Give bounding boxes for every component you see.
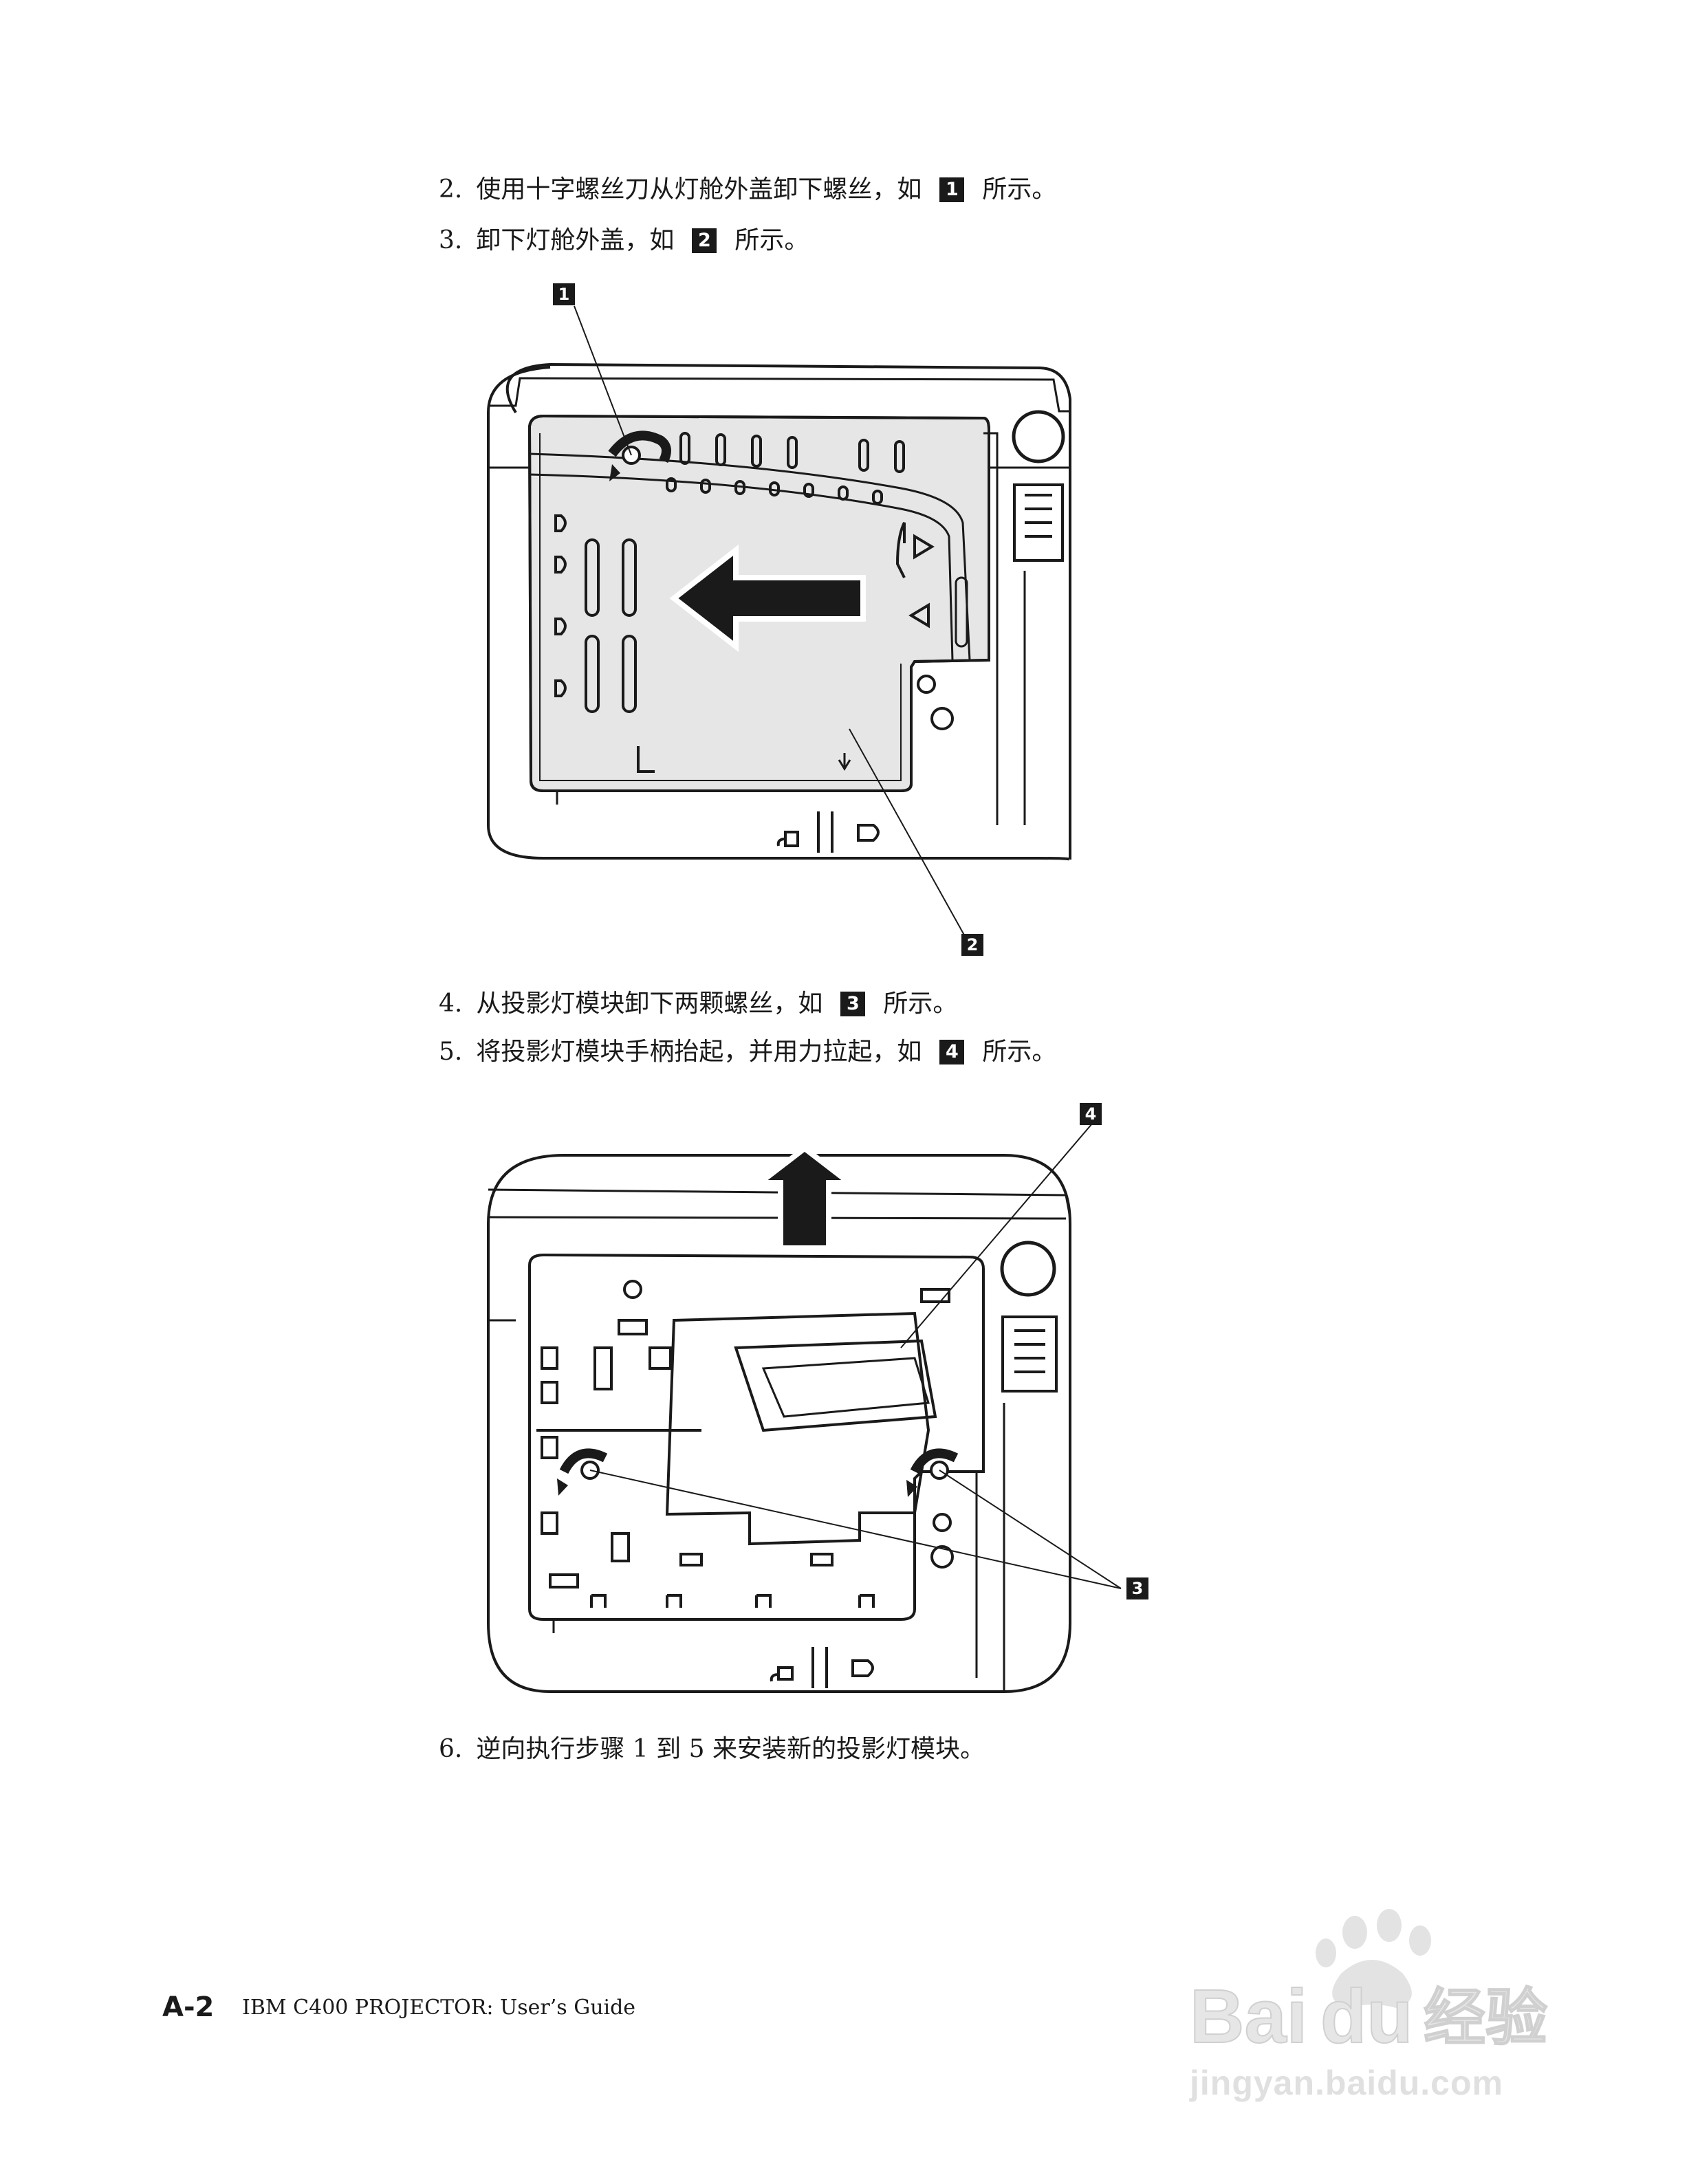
step-5: 5. 将投影灯模块手柄抬起，并用力拉起，如 4 所示。 <box>439 1038 1056 1066</box>
lamp-module-illustration <box>487 1113 1122 1693</box>
callout-4: 4 <box>1080 1103 1102 1125</box>
step-text-end: 所示。 <box>982 175 1057 204</box>
step-4: 4. 从投影灯模块卸下两颗螺丝，如 3 所示。 <box>439 990 957 1018</box>
step-text-end: 所示。 <box>734 226 809 254</box>
baidu-watermark: Bai du 经验 jingyan.baidu.com <box>1183 1905 1589 2111</box>
svg-text:经验: 经验 <box>1424 1982 1547 2054</box>
step-6: 6. 逆向执行步骤 1 到 5 来安装新的投影灯模块。 <box>439 1736 985 1763</box>
callout-badge: 1 <box>939 177 965 202</box>
callout-1: 1 <box>553 283 575 305</box>
step-text-end: 所示。 <box>883 990 958 1018</box>
step-text: 从投影灯模块卸下两颗螺丝，如 <box>476 990 823 1018</box>
step-text: 逆向执行步骤 1 到 5 来安装新的投影灯模块。 <box>476 1735 985 1763</box>
step-number: 5. <box>439 1038 463 1066</box>
baidu-paw-logo-icon: Bai du 经验 <box>1189 1909 1548 2060</box>
footer-title: IBM C400 PROJECTOR: User’s Guide <box>242 1996 636 2020</box>
step-text: 使用十字螺丝刀从灯舱外盖卸下螺丝，如 <box>476 175 922 204</box>
callout-2: 2 <box>961 934 983 956</box>
step-number: 2. <box>439 175 463 204</box>
watermark-logo-text: Bai <box>1190 1974 1307 2059</box>
callout-badge: 3 <box>840 992 866 1016</box>
svg-text:du: du <box>1320 1974 1413 2059</box>
step-text-end: 所示。 <box>982 1038 1057 1066</box>
step-number: 6. <box>439 1735 463 1763</box>
page-number: A-2 <box>162 1991 215 2023</box>
callout-badge: 2 <box>692 228 717 253</box>
step-number: 4. <box>439 990 463 1018</box>
step-text: 将投影灯模块手柄抬起，并用力拉起，如 <box>476 1038 922 1066</box>
step-number: 3. <box>439 226 463 254</box>
watermark-url: jingyan.baidu.com <box>1190 2064 1503 2102</box>
step-2: 2. 使用十字螺丝刀从灯舱外盖卸下螺丝，如 1 所示。 <box>439 176 1056 204</box>
figure-lamp-module: 4 3 <box>475 1086 1162 1705</box>
step-3: 3. 卸下灯舱外盖，如 2 所示。 <box>439 227 809 254</box>
lamp-cover-illustration <box>487 305 1071 939</box>
callout-badge: 4 <box>939 1040 965 1064</box>
step-text: 卸下灯舱外盖，如 <box>476 226 675 254</box>
callout-3: 3 <box>1126 1577 1148 1599</box>
figure-lamp-cover: 1 2 L <box>475 275 1093 963</box>
